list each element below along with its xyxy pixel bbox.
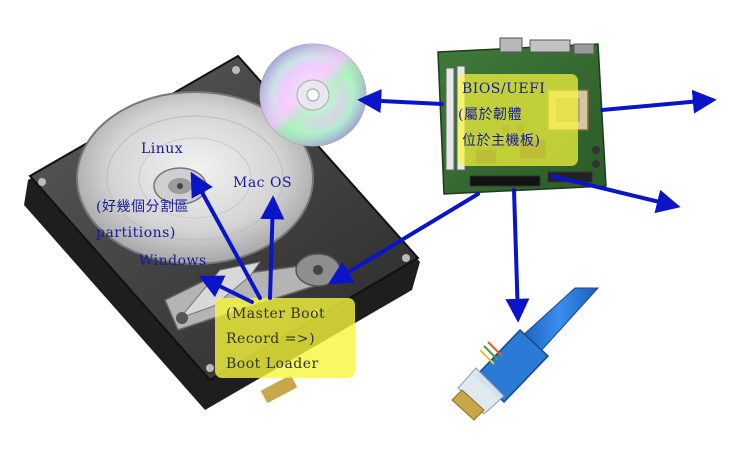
partitions-label-line2: partitions)	[96, 225, 176, 241]
linux-label: Linux	[141, 141, 184, 157]
windows-label: Windows	[139, 253, 207, 269]
mbr-label-line2: Record =>)	[226, 331, 316, 347]
bios-highlight	[458, 74, 578, 166]
optical-disc-icon	[259, 43, 367, 147]
arrow-mbr-to-windows	[198, 275, 254, 304]
mbr-highlight	[215, 298, 355, 378]
arrow-bios-to-disc	[357, 88, 444, 113]
bios-label-line3: 位於主機板)	[462, 133, 541, 149]
mbr-label-line1: (Master Boot	[226, 306, 326, 322]
mbr-label-line3: Boot Loader	[226, 356, 319, 372]
arrow-bios-to-network	[505, 188, 530, 323]
arrow-bios-right	[600, 89, 717, 114]
ethernet-cable-icon	[451, 287, 600, 421]
arrow-mbr-to-macos	[260, 195, 285, 300]
partitions-label-line1: (好幾個分割區	[96, 199, 189, 215]
bios-label-line2: (屬於韌體	[458, 107, 522, 123]
arrow-mbr-to-linux	[190, 171, 262, 300]
arrow-bios-lower-right	[550, 174, 681, 214]
arrow-bios-to-mbr	[327, 192, 480, 285]
macos-label: Mac OS	[233, 175, 293, 191]
bios-label-line1: BIOS/UEFI	[462, 81, 546, 97]
